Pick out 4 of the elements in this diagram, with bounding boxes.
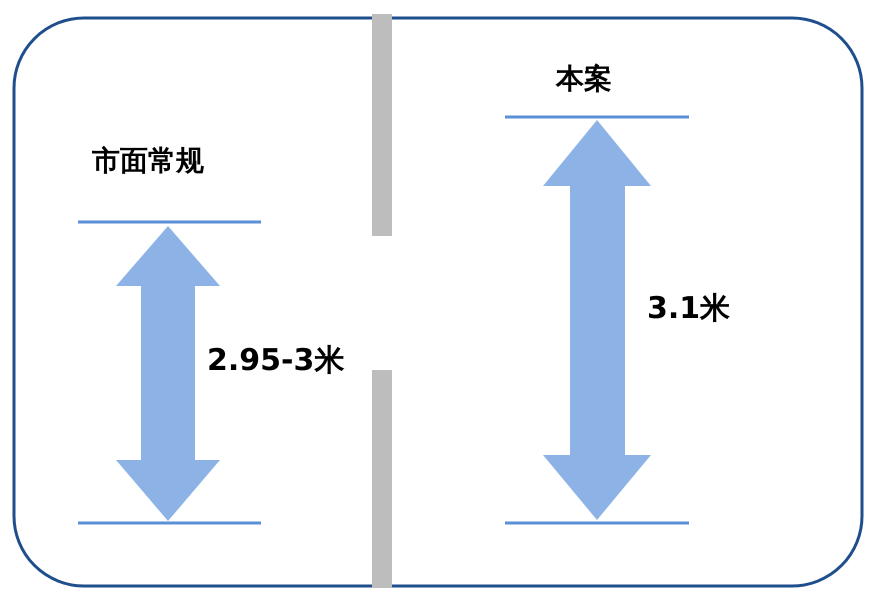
heading-label: 本案 [556,61,612,97]
heading-label: 市面常规 [92,143,204,179]
dimension-label: 3.1米 [647,290,730,328]
dimension-label: 2.95-3米 [207,342,344,380]
